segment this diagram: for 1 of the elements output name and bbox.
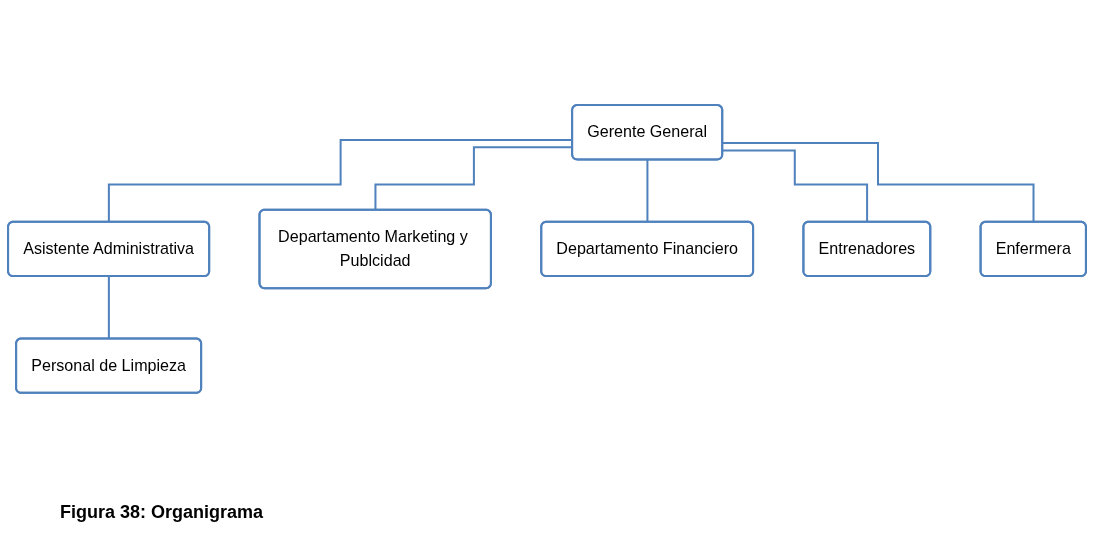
figure-caption: Figura 38: Organigrama [60, 502, 264, 523]
